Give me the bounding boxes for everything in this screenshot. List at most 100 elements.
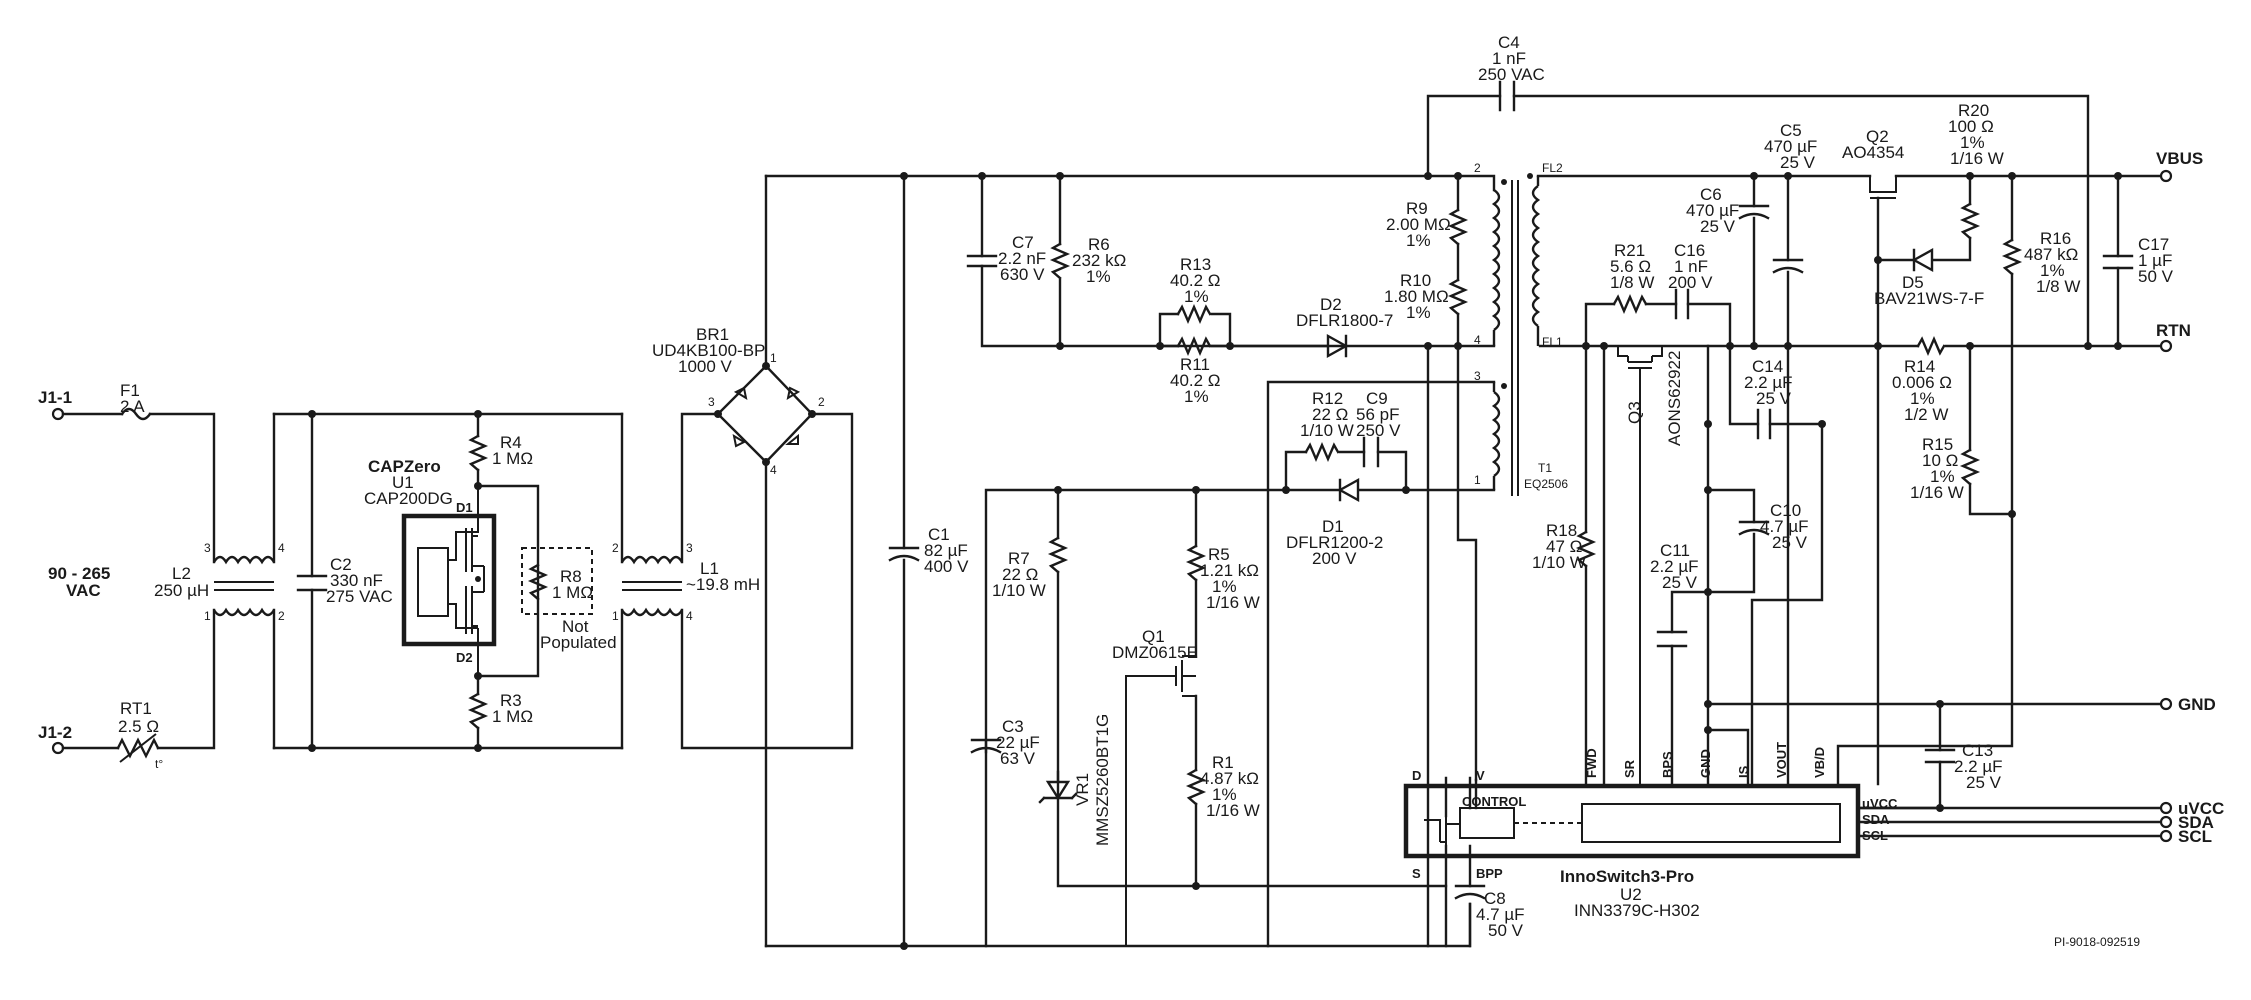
u1-pin-d1: D1 <box>456 500 473 515</box>
c5-capacitor-symbol <box>1772 258 1804 274</box>
c17-ref: C17 <box>2138 235 2169 254</box>
c2-ref: C2 <box>330 555 352 574</box>
r10-tol: 1% <box>1406 303 1431 322</box>
rtn-terminal <box>2159 339 2173 353</box>
u1-internal-mosfets <box>417 486 485 676</box>
f1-ref: F1 <box>120 381 140 400</box>
secondary-section: R21 5.6 Ω 1/8 W C16 1 nF 200 V Q3 AONS62… <box>1532 101 2174 838</box>
c6-rating: 25 V <box>1700 217 1736 236</box>
fuse-symbol <box>120 407 152 421</box>
r4-ref: R4 <box>500 433 522 452</box>
r4-resistor-symbol <box>467 434 489 472</box>
q3-part: AONS62922 <box>1665 351 1684 446</box>
l1-pin-4: 4 <box>686 609 693 623</box>
c14-ref: C14 <box>1752 357 1783 376</box>
u2-pin-sda: SDA <box>1862 812 1890 827</box>
u2-top-pin-labels: FWD SR BPS GND IS VOUT VB/D <box>1584 742 1827 778</box>
rt1-thermistor-symbol <box>116 737 160 759</box>
c5-value: 470 µF <box>1764 137 1817 156</box>
br1-ref: BR1 <box>696 325 729 344</box>
r1-power: 1/16 W <box>1206 801 1260 820</box>
u2-control-label: CONTROL <box>1462 794 1526 809</box>
c5-ref: C5 <box>1780 121 1802 140</box>
c14-value: 2.2 µF <box>1744 373 1793 392</box>
output-terminals <box>2159 169 2173 843</box>
u2-family: InnoSwitch3-Pro <box>1560 867 1694 886</box>
c11-value: 2.2 µF <box>1650 557 1699 576</box>
r8-resistor-symbol <box>527 563 549 601</box>
u1-pin-d2: D2 <box>456 650 473 665</box>
u2-pin-v: V <box>1476 768 1485 783</box>
q3-sr-mosfet-symbol <box>1617 346 1663 786</box>
u2-part: INN3379C-H302 <box>1574 901 1700 920</box>
u2-pin-fwd: FWD <box>1584 748 1599 778</box>
f1-value: 2 A <box>120 397 145 416</box>
d1-part: DFLR1200-2 <box>1286 533 1383 552</box>
r9-resistor-symbol <box>1447 208 1469 246</box>
c3-ref: C3 <box>1002 717 1024 736</box>
t1-pin-4: 4 <box>1474 333 1481 347</box>
c4-capacitor-symbol <box>1498 80 1516 112</box>
c14-rating: 25 V <box>1756 389 1792 408</box>
r8-note-2: Populated <box>540 633 617 652</box>
u2-pin-gnd: GND <box>1698 749 1713 778</box>
t1-ref: T1 <box>1538 461 1552 475</box>
d1-diode-symbol <box>1337 477 1360 503</box>
c3-rating: 63 V <box>1000 749 1036 768</box>
c6-capacitor-symbol <box>1738 204 1770 220</box>
u2-pin-d: D <box>1412 768 1421 783</box>
r4-value: 1 MΩ <box>492 449 533 468</box>
c2-capacitor-symbol <box>296 574 328 592</box>
r5-resistor-symbol <box>1185 544 1207 582</box>
c9-rating: 250 V <box>1356 421 1401 440</box>
u2-ref: U2 <box>1620 885 1642 904</box>
l1-ref: L1 <box>700 559 719 578</box>
d2-ref: D2 <box>1320 295 1342 314</box>
r15-resistor-symbol <box>1959 448 1981 486</box>
c10-ref: C10 <box>1770 501 1801 520</box>
d2-diode-symbol <box>1326 333 1349 359</box>
scl-label: SCL <box>2178 827 2212 846</box>
r3-value: 1 MΩ <box>492 707 533 726</box>
r1-tol: 1% <box>1212 785 1237 804</box>
r16-ref: R16 <box>2040 229 2071 248</box>
r12-ref: R12 <box>1312 389 1343 408</box>
rt1-t-symbol: t° <box>155 757 163 771</box>
d5-part: BAV21WS-7-F <box>1874 289 1984 308</box>
c1-value: 82 µF <box>924 541 968 560</box>
c3-capacitor-symbol <box>970 738 1002 754</box>
t1-pin-3: 3 <box>1474 369 1481 383</box>
vbus-terminal <box>2159 169 2173 183</box>
r7-ref: R7 <box>1008 549 1030 568</box>
l1-pin-1: 1 <box>612 609 619 623</box>
r11-ref: R11 <box>1180 355 1210 374</box>
r5-ref: R5 <box>1208 545 1230 564</box>
r6-value: 232 kΩ <box>1072 251 1126 270</box>
scl-terminal <box>2159 829 2173 843</box>
gnd-label: GND <box>2178 695 2216 714</box>
c9-value: 56 pF <box>1356 405 1399 424</box>
c2-rating: 275 VAC <box>326 587 393 606</box>
r14-power: 1/2 W <box>1904 405 1948 424</box>
t1-part: EQ2506 <box>1524 477 1568 491</box>
d2-part: DFLR1800-7 <box>1296 311 1393 330</box>
r9-ref: R9 <box>1406 199 1428 218</box>
r8-ref: R8 <box>560 567 582 586</box>
c4-rating: 250 VAC <box>1478 65 1545 84</box>
bridge-rectifier-br1 <box>714 174 816 948</box>
r6-ref: R6 <box>1088 235 1110 254</box>
q2-part: AO4354 <box>1842 143 1904 162</box>
u1-capzero-box <box>401 513 497 647</box>
r16-tol: 1% <box>2040 261 2065 280</box>
c16-ref: C16 <box>1674 241 1705 260</box>
r5-power: 1/16 W <box>1206 593 1260 612</box>
u1-ref: U1 <box>392 473 414 492</box>
uvcc-terminal <box>2159 801 2173 815</box>
c13-capacitor-symbol <box>1924 748 1956 764</box>
vr1-part: MMSZ5260BT1G <box>1093 714 1112 846</box>
l2-pin-1: 1 <box>204 609 211 623</box>
c5-rating: 25 V <box>1780 153 1816 172</box>
r18-value: 47 Ω <box>1546 537 1582 556</box>
r14-ref: R14 <box>1904 357 1935 376</box>
